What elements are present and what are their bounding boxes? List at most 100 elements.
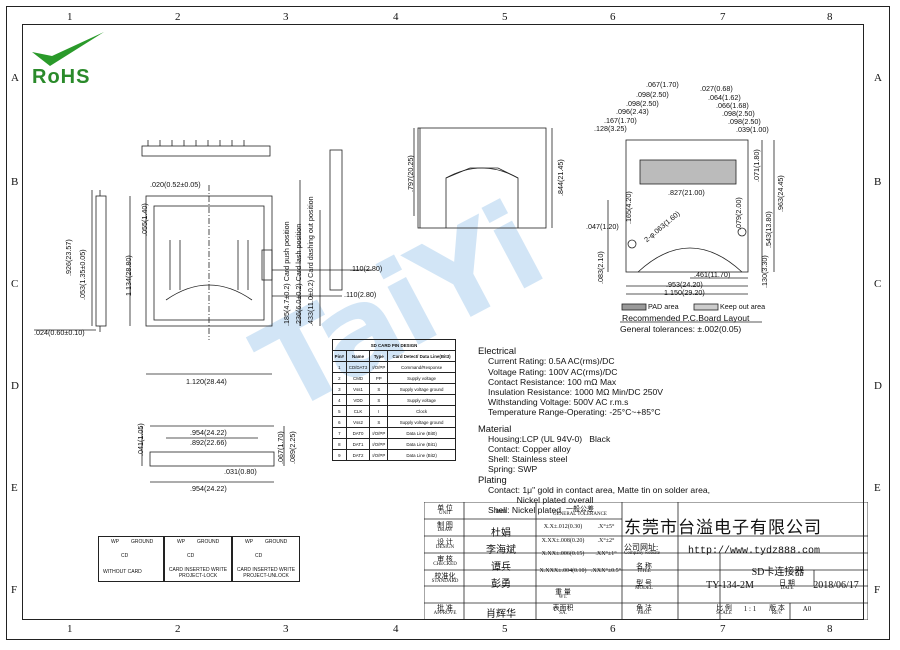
dim-right-top-4: .098(2.50) bbox=[626, 99, 659, 108]
dim-bottom-c: .041(1.05) bbox=[136, 423, 145, 456]
tb-rev-label: 版 本 bbox=[769, 604, 785, 612]
pad-area-hatch bbox=[639, 159, 737, 185]
pin-table: SD CARD PIN DESIGN Pin# Name Type Card D… bbox=[332, 339, 456, 461]
dim-d1: .055(1.40) bbox=[140, 203, 149, 236]
pad-area-label: PAD area bbox=[648, 302, 679, 311]
layout-title: Recommended P.C.Board Layout bbox=[622, 313, 750, 323]
zone-top-1: 1 bbox=[67, 11, 73, 23]
dim-bottom-f: .031(0.80) bbox=[224, 467, 257, 476]
tb-scale-label: 比 例 bbox=[716, 604, 732, 612]
zone-top-2: 2 bbox=[175, 11, 181, 23]
spec-line: Shell: Stainless steel bbox=[488, 454, 568, 465]
company-website-link[interactable]: http://www.tydz888.com bbox=[688, 546, 821, 557]
tb-model-en: MODEL bbox=[635, 586, 653, 591]
tb-tol-0-0: X.X±.012(0.30) bbox=[543, 524, 583, 530]
company-name: 东莞市台溢电子有限公司 bbox=[624, 518, 822, 538]
dim-bottom-b: .892(22.66) bbox=[190, 438, 227, 447]
tb-design-label: 设 计 bbox=[437, 538, 453, 546]
tb-surface-en: SA. bbox=[559, 611, 567, 616]
spec-line: Insulation Resistance: 1000 MΩ Min/DC 25… bbox=[488, 387, 664, 398]
top-view-body bbox=[141, 145, 271, 157]
spec-line: Spring: SWP bbox=[488, 464, 538, 475]
tb-draw-label: 制 图 bbox=[437, 521, 453, 529]
zone-right-c: C bbox=[874, 278, 882, 290]
tb-date-en: DATE bbox=[780, 586, 794, 591]
spec-line: Contact: 1μ" gold in contact area, Matte… bbox=[488, 484, 711, 495]
dim-d6: 1.120(28.44) bbox=[186, 377, 227, 386]
zone-bottom-8: 8 bbox=[827, 623, 833, 635]
dim-mid-b: .844(21.45) bbox=[556, 159, 565, 196]
bottom-view-body bbox=[149, 451, 275, 467]
tb-design-en: DESIGN bbox=[435, 545, 455, 550]
spec-line: Housing:LCP (UL 94V-0) Black bbox=[488, 433, 611, 444]
zone-right-d: D bbox=[874, 380, 882, 392]
zone-left-b: B bbox=[11, 176, 19, 188]
zone-right-e: E bbox=[874, 482, 881, 494]
dim-l2: .047(1.20) bbox=[586, 222, 619, 231]
tb-weight-en: WT. bbox=[558, 595, 568, 600]
spec-line: Contact: Copper alloy bbox=[488, 444, 571, 455]
tb-approve-en: APPROVE bbox=[433, 611, 457, 616]
dim-push1: .185(4.7±0.2) Card push position bbox=[282, 221, 291, 326]
dim-right-top-3: .064(1.62) bbox=[708, 93, 741, 102]
dim-right-top-9: .098(2.50) bbox=[728, 117, 761, 126]
dim-right-top-11: .039(1.00) bbox=[736, 125, 769, 134]
switch-box-unlock: WP GROUND CD CARD INSERTED WRITE PROJECT… bbox=[232, 536, 300, 582]
keep-out-label: Keep out area bbox=[720, 302, 766, 311]
dim-push2: .236(6.0±0.2) Card lash position bbox=[294, 223, 303, 326]
drawing-inner-frame bbox=[22, 24, 864, 620]
tb-site-en: Company website bbox=[624, 551, 660, 556]
tb-unit-en: UNIT bbox=[439, 511, 451, 516]
spec-plating-heading: Plating bbox=[478, 473, 507, 485]
zone-bottom-5: 5 bbox=[502, 623, 508, 635]
pin-table-title: SD CARD PIN DESIGN bbox=[332, 339, 456, 351]
spec-line: Shell: Nickel plated bbox=[488, 505, 562, 516]
dim-d5: .024(0.60±0.10) bbox=[34, 328, 85, 337]
zone-bottom-7: 7 bbox=[720, 623, 726, 635]
dim-mid-a: .797(20.25) bbox=[406, 155, 415, 192]
pin-col-desc: Card Detect/ Data Line(Bit3) bbox=[387, 350, 456, 362]
tb-approve-val: 肖辉华 bbox=[486, 609, 516, 620]
dim-l3: .083(2.10) bbox=[596, 251, 605, 284]
zone-top-7: 7 bbox=[720, 11, 726, 23]
middle-view-body bbox=[417, 127, 547, 229]
tb-scale-val: 1 : 1 bbox=[743, 605, 757, 613]
dim-right-top-8: .167(1.70) bbox=[604, 116, 637, 125]
spec-line: Temperature Range-Operating: -25°C~+85°C bbox=[488, 407, 661, 418]
dim-h2: .110(2.80) bbox=[344, 290, 377, 299]
dim-right-top-0: .067(1.70) bbox=[646, 80, 679, 89]
tb-angle-label: 角 法 bbox=[636, 604, 652, 612]
pcb-layout-outline bbox=[625, 139, 749, 273]
side-view-body bbox=[95, 195, 107, 327]
dim-d4: .926(23.57) bbox=[64, 239, 73, 276]
zone-left-f: F bbox=[11, 584, 18, 596]
rohs-logo-text: RoHS bbox=[32, 66, 91, 88]
pin-col-name: Name bbox=[345, 350, 371, 362]
zone-bottom-3: 3 bbox=[283, 623, 289, 635]
tb-tol-1-1: .X°±2° bbox=[597, 538, 615, 544]
dim-bottom-d: .067(1.70) bbox=[276, 431, 285, 464]
tolerance-note: General tolerances: ±.002(0.05) bbox=[620, 324, 742, 334]
dim-r3: .543(13.80) bbox=[764, 211, 773, 248]
zone-top-4: 4 bbox=[393, 11, 399, 23]
zone-top-3: 3 bbox=[283, 11, 289, 23]
switch-box-lock: WP GROUND CD CARD INSERTED WRITE PROJECT… bbox=[164, 536, 232, 582]
tb-design-val: 李海斌 bbox=[486, 545, 516, 556]
dim-b2: .953(24.20) bbox=[666, 280, 703, 289]
dim-right-top-6: .096(2.43) bbox=[616, 107, 649, 116]
dim-pad-width: .827(21.00) bbox=[668, 188, 705, 197]
tb-tol-3-1: .XXX°±0.5° bbox=[590, 568, 622, 574]
pin-col-type: Type bbox=[369, 350, 389, 362]
spec-material-heading: Material bbox=[478, 422, 512, 434]
tb-rev-en: REV. bbox=[771, 611, 783, 616]
zone-left-a: A bbox=[11, 72, 19, 84]
zone-left-e: E bbox=[11, 482, 18, 494]
dim-right-top-1: .027(0.68) bbox=[700, 84, 733, 93]
zone-bottom-6: 6 bbox=[610, 623, 616, 635]
tb-weight-label: 重 量 bbox=[555, 588, 571, 596]
